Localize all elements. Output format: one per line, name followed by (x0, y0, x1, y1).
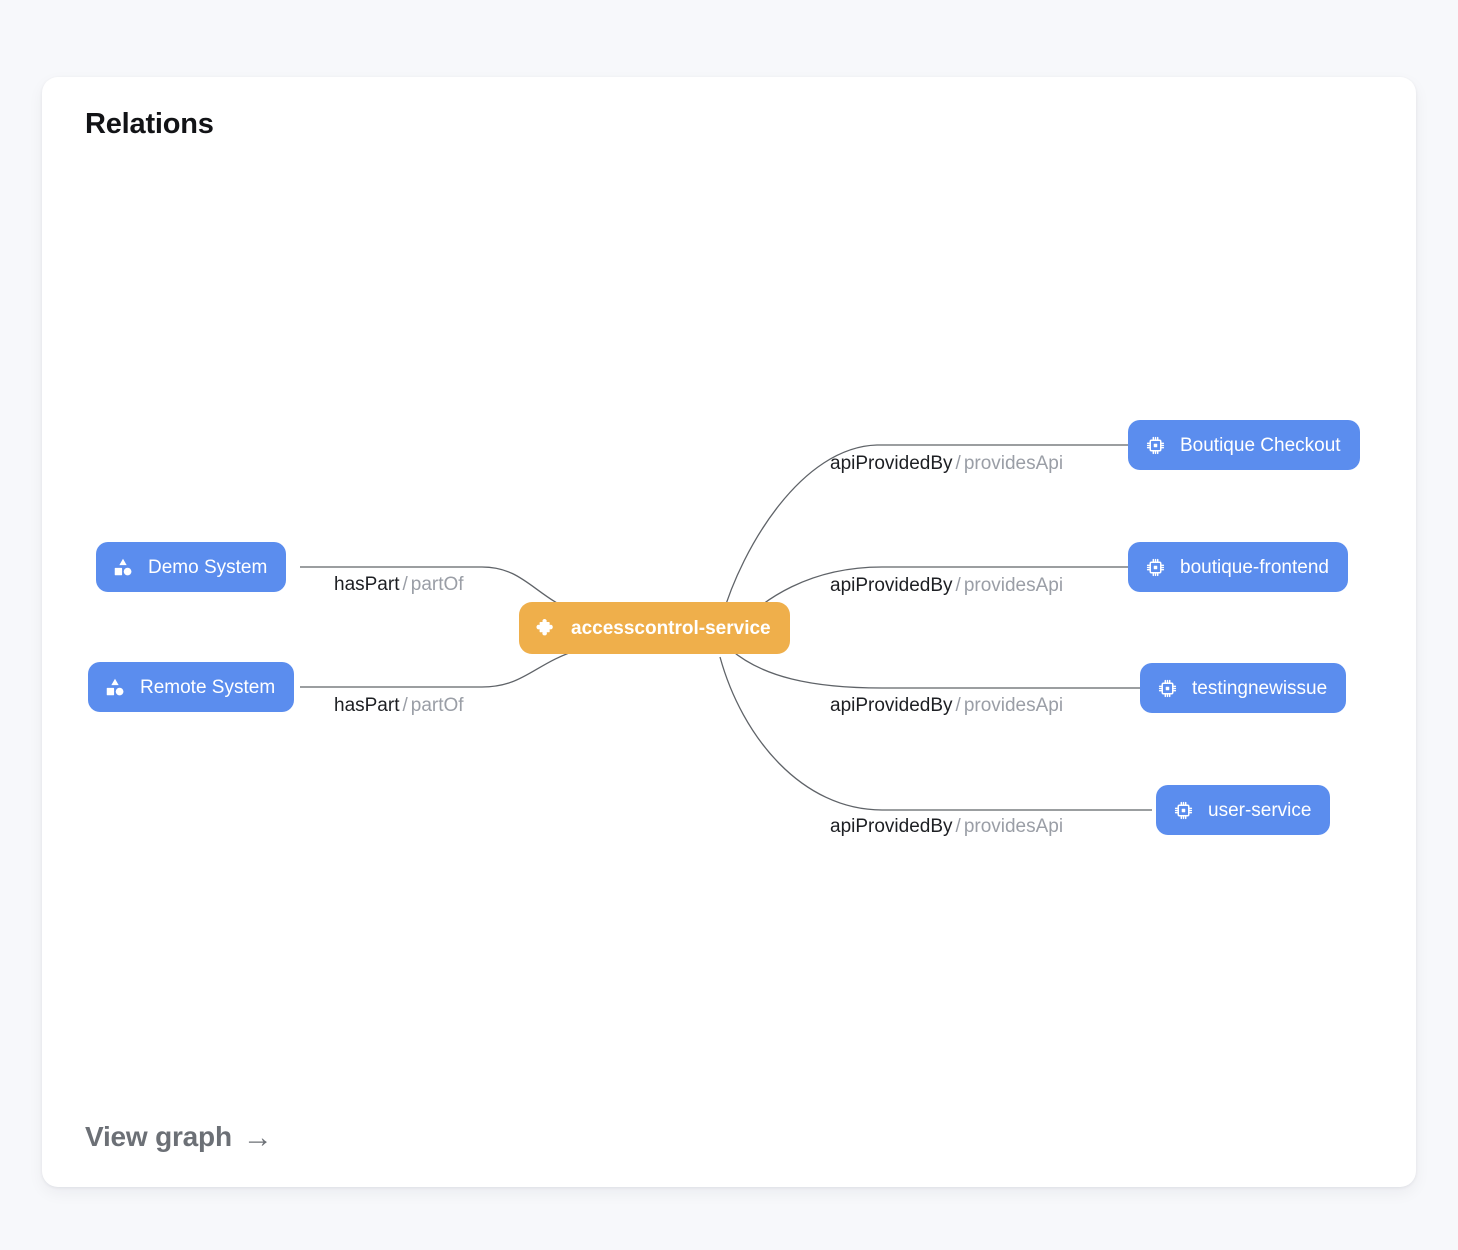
graph-node-accesscontrol-service[interactable]: accesscontrol-service (519, 602, 790, 654)
edge-label-apiprovidedby-testingnewissue: apiProvidedBy/providesApi (830, 696, 1063, 715)
graph-node-remote-system[interactable]: Remote System (88, 662, 295, 712)
view-graph-link[interactable]: View graph → (85, 1121, 273, 1153)
edge-label-apiprovidedby-user-service: apiProvidedBy/providesApi (830, 817, 1063, 836)
graph-node-boutique-frontend[interactable]: boutique-frontend (1128, 542, 1348, 592)
graph-node-label: user-service (1208, 799, 1312, 821)
system-shapes-icon (112, 556, 134, 578)
edge-relation-forward: apiProvidedBy (830, 453, 953, 474)
graph-node-label: testingnewissue (1192, 677, 1328, 699)
edge-relation-forward: hasPart (334, 574, 400, 595)
edge-apiprovidedby-boutique-checkout (721, 444, 1132, 618)
edge-relation-separator: / (402, 695, 408, 716)
edge-relation-forward: apiProvidedBy (830, 575, 953, 596)
graph-node-user-service[interactable]: user-service (1156, 785, 1331, 835)
edge-relation-reverse: providesApi (963, 816, 1064, 837)
edge-relation-forward: apiProvidedBy (830, 816, 953, 837)
edge-relation-separator: / (402, 574, 408, 595)
graph-node-demo-system[interactable]: Demo System (96, 542, 287, 592)
view-graph-label: View graph (85, 1121, 232, 1152)
page-title: Relations (85, 108, 214, 140)
edge-relation-reverse: providesApi (963, 695, 1064, 716)
edge-relation-separator: / (955, 453, 961, 474)
graph-node-label: accesscontrol-service (571, 617, 771, 639)
edge-label-apiprovidedby-boutique-frontend: apiProvidedBy/providesApi (830, 576, 1063, 595)
graph-node-label: boutique-frontend (1180, 556, 1329, 578)
graph-node-boutique-checkout[interactable]: Boutique Checkout (1128, 420, 1360, 470)
edge-relation-reverse: providesApi (963, 453, 1064, 474)
edge-relation-separator: / (955, 816, 961, 837)
chip-icon (1156, 677, 1178, 699)
edge-relation-separator: / (955, 575, 961, 596)
edge-relation-forward: apiProvidedBy (830, 695, 953, 716)
edge-label-haspart-demo-system: hasPart/partOf (334, 575, 464, 594)
relations-card: Relations (42, 77, 1416, 1187)
edge-label-apiprovidedby-boutique-checkout: apiProvidedBy/providesApi (830, 454, 1063, 473)
chip-icon (1172, 799, 1194, 821)
system-shapes-icon (104, 676, 126, 698)
edge-apiprovidedby-user-service (719, 656, 1152, 811)
edge-relation-reverse: partOf (410, 695, 464, 716)
edge-apiprovidedby-testingnewissue (729, 648, 1142, 689)
chip-icon (1144, 434, 1166, 456)
edge-relation-forward: hasPart (334, 695, 400, 716)
edge-relation-reverse: providesApi (963, 575, 1064, 596)
arrow-right-icon: → (242, 1121, 273, 1154)
graph-node-label: Remote System (140, 676, 276, 698)
chip-icon (1144, 556, 1166, 578)
edge-relation-reverse: partOf (410, 574, 464, 595)
graph-node-label: Boutique Checkout (1180, 434, 1341, 456)
graph-node-testingnewissue[interactable]: testingnewissue (1140, 663, 1347, 713)
edge-relation-separator: / (955, 695, 961, 716)
puzzle-piece-icon (535, 617, 557, 639)
edge-label-haspart-remote-system: hasPart/partOf (334, 696, 464, 715)
relations-graph[interactable]: Demo System Remote System accesscontrol-… (42, 77, 1416, 1187)
graph-node-label: Demo System (148, 556, 268, 578)
